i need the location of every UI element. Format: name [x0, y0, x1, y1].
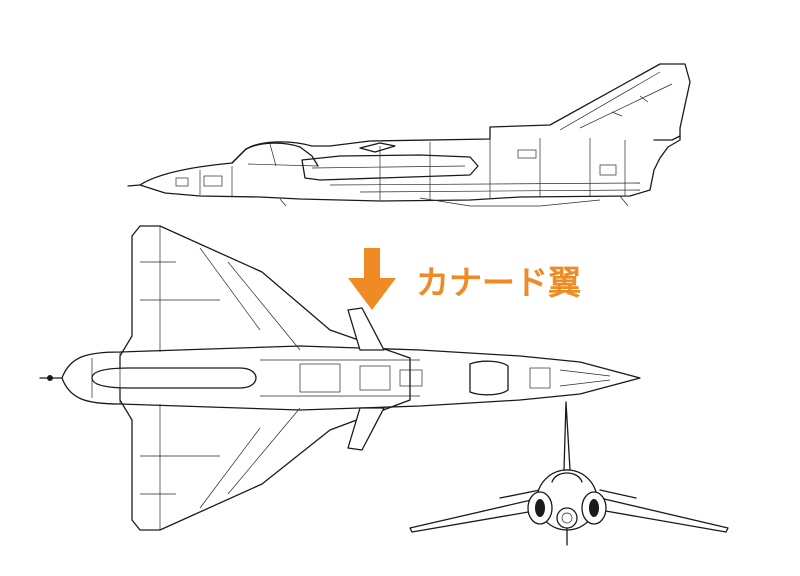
canard-annotation: カナード翼	[348, 248, 581, 310]
plan-fuselage-outline	[61, 345, 641, 411]
canard-bottom	[347, 407, 385, 451]
front-view	[409, 401, 729, 546]
front-fin	[563, 401, 571, 471]
side-canopy	[231, 142, 319, 167]
canard-label: カナード翼	[416, 263, 581, 302]
canard-top	[347, 307, 385, 351]
plan-view	[39, 225, 641, 531]
down-arrow-icon	[348, 248, 396, 310]
side-fuselage-outline	[139, 63, 691, 202]
side-view	[127, 63, 691, 207]
